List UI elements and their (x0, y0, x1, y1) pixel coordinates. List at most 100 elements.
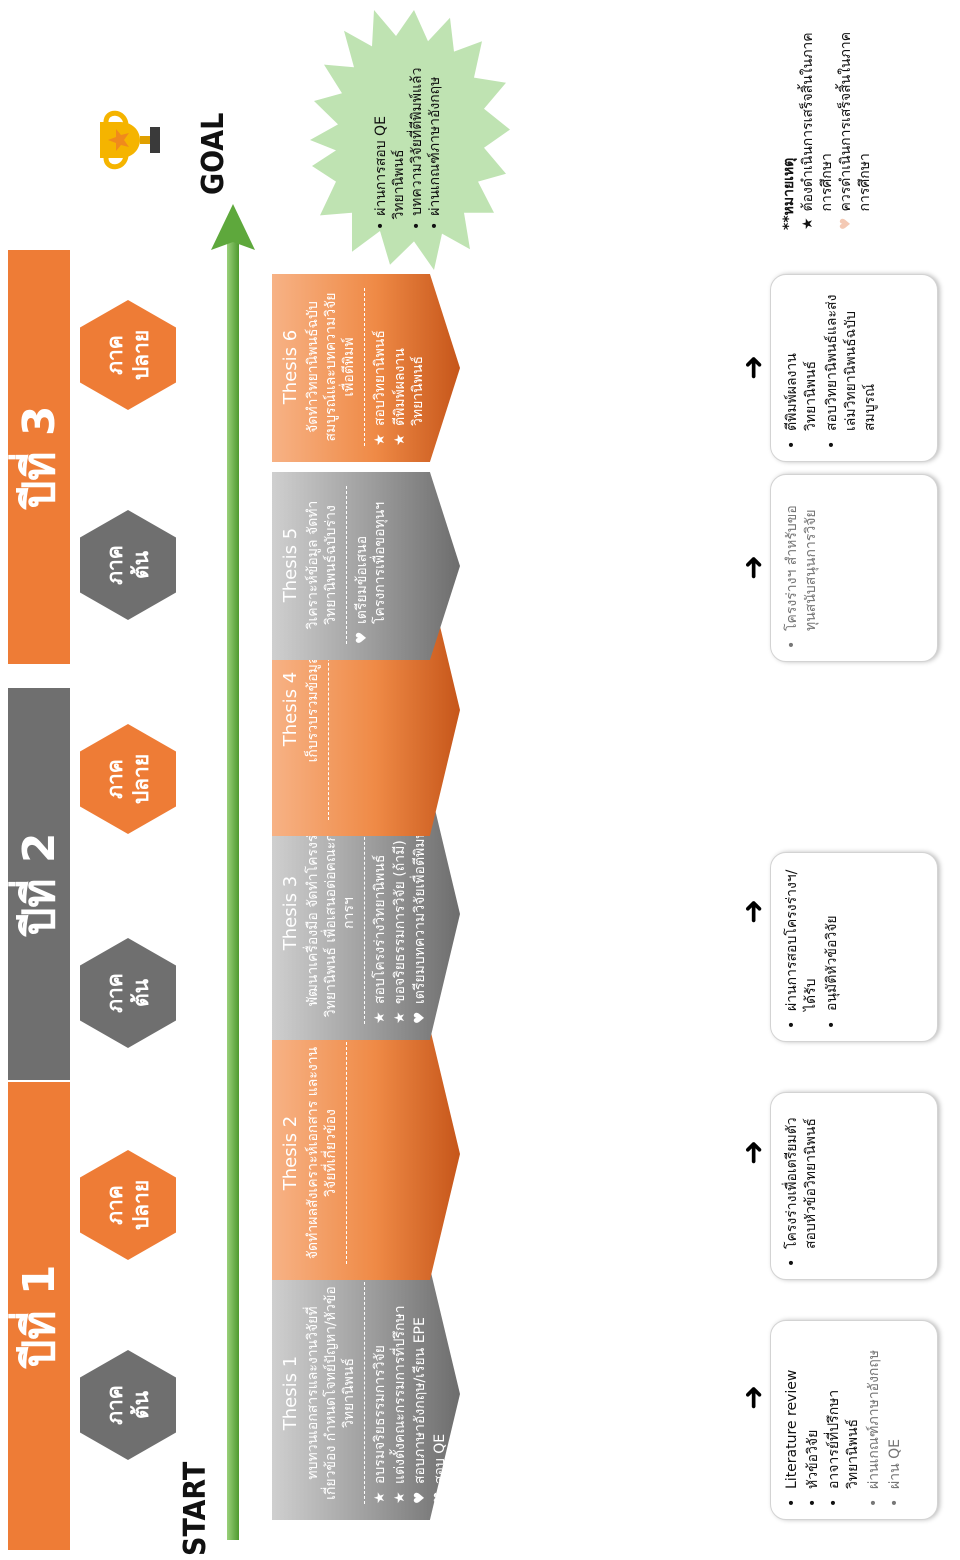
semester-label: ต้น (129, 551, 153, 579)
arrow-down-icon: ➜ (736, 1139, 771, 1165)
notes-item-text: ต้องดำเนินการเสร็จสิ้นในภาคการศึกษา (800, 32, 835, 212)
goal-item: วิทยานิพนธ์ (390, 30, 408, 230)
semester-hex-6: ภาคปลาย (80, 300, 176, 410)
goal-item-text: วิทยานิพนธ์ (391, 149, 407, 220)
thesis-description: ทบทวนเอกสารและงานวิจัยที่เกี่ยวข้อง กำหน… (305, 1286, 357, 1500)
thesis-item: ★ แต่งตั้งคณะกรรมการที่ปรึกษา (391, 1282, 409, 1504)
semester-label: ต้น (129, 979, 153, 1007)
output-item: •Literature review (783, 1333, 802, 1507)
thesis-title: Thesis 5 (280, 527, 301, 603)
thesis-title: Thesis 6 (280, 329, 301, 405)
year-label-2: ปีที่ 2 (14, 832, 65, 936)
output-box-4: • โครงร่างฯ สำหรับขอทุนสนับสนุนการวิจัย (770, 474, 938, 662)
output-box-3: •ผ่านการสอบโครงร่างฯ/ได้รับ •อนุมัติหัวข… (770, 852, 938, 1042)
thesis-item-text: แต่งตั้งคณะกรรมการที่ปรึกษา (392, 1305, 408, 1484)
thesis-card-6: Thesis 6 จัดทำวิทยานิพนธ์ฉบับสมบูรณ์และบ… (272, 274, 460, 462)
bullet-icon: • (784, 640, 800, 649)
bullet-icon (390, 226, 408, 230)
semester-label: ภาค (103, 973, 127, 1013)
output-item-text: ผ่าน QE (887, 1439, 903, 1489)
star-icon: ★ (372, 1011, 388, 1024)
thesis-title: Thesis 2 (280, 1115, 301, 1191)
thesis-item: ★ สอบวิทยานิพนธ์ (371, 288, 389, 446)
semester-label: ภาค (103, 545, 127, 585)
heart-icon: ♥ (432, 1491, 448, 1504)
year-bar-3: ปีที่ 3 (8, 250, 70, 664)
notes-legend: **หมายเหตุ ★ต้องดำเนินการเสร็จสิ้นในภาคก… (780, 10, 875, 230)
star-icon: ★ (372, 433, 388, 446)
thesis-title: Thesis 1 (280, 1355, 301, 1431)
semester-label: ปลาย (129, 1179, 153, 1231)
bullet-icon: • (887, 1498, 903, 1507)
arrow-down-icon: ➜ (736, 554, 771, 580)
output-item: • ผ่านเกณฑ์ภาษาอังกฤษ (865, 1333, 884, 1507)
goal-burst-list: • ผ่านการสอบ QE วิทยานิพนธ์ •บทความวิจัยท… (372, 30, 444, 230)
output-item: • โครงร่างเพื่อเตรียมตัวสอบหัวข้อวิทยานิพ… (783, 1105, 821, 1267)
output-item-text: อาจารย์ที่ปรึกษาวิทยานิพนธ์ (826, 1389, 861, 1489)
notes-item-text: ควรดำเนินการเสร็จสิ้นในภาคการศึกษา (838, 31, 873, 212)
heart-icon: ♥ (838, 217, 854, 230)
semester-label: ภาค (103, 335, 127, 375)
thesis-item-text: สอบ QE (432, 1433, 448, 1484)
semester-hex-5: ภาคต้น (80, 510, 176, 620)
thesis-item-text: สอบวิทยานิพนธ์ (372, 330, 388, 426)
semester-label: ปลาย (129, 329, 153, 381)
output-item: •อนุมัติหัวข้อวิจัย (823, 865, 842, 1029)
thesis-item: ♥ สอบ QE (431, 1282, 449, 1504)
bullet-icon: • (784, 1498, 800, 1507)
arrow-down-icon: ➜ (736, 898, 771, 924)
output-box-2: • โครงร่างเพื่อเตรียมตัวสอบหัวข้อวิทยานิพ… (770, 1092, 938, 1280)
goal-label: GOAL (196, 112, 231, 195)
bullet-icon: • (409, 221, 425, 230)
output-item-text: หัวข้อวิจัย (805, 1429, 821, 1489)
output-box-5: •ตีพิมพ์ผลงานวิทยานิพนธ์ •สอบวิทยานิพนธ์… (770, 274, 938, 462)
thesis-item-text: สอบโครงร่างวิทยานิพนธ์ (372, 854, 388, 1004)
star-icon: ★ (392, 1011, 408, 1024)
output-item-text: อนุมัติหัวข้อวิจัย (824, 915, 840, 1011)
output-item-text: ผ่านเกณฑ์ภาษาอังกฤษ (866, 1349, 882, 1489)
semester-label: ภาค (103, 759, 127, 799)
thesis-description: วิเคราะห์ข้อมูล จัดทำวิทยานิพนธ์ฉบับร่าง (305, 500, 339, 630)
output-item: • หัวข้อวิจัย (804, 1333, 823, 1507)
output-item: • ตีพิมพ์ผลงานวิทยานิพนธ์ (783, 287, 821, 449)
bullet-icon: • (784, 1258, 800, 1267)
semester-label: ปลาย (129, 753, 153, 805)
thesis-card-5: Thesis 5 วิเคราะห์ข้อมูล จัดทำวิทยานิพนธ… (272, 472, 460, 660)
heart-icon: ♥ (412, 1491, 428, 1504)
star-icon: ★ (392, 433, 408, 446)
output-item-text: ผ่านการสอบโครงร่างฯ/ได้รับ (784, 869, 819, 1011)
thesis-item: ♥ สอบภาษาอังกฤษ/เรียน EPE (411, 1282, 429, 1504)
year-bar-2: ปีที่ 2 (8, 688, 70, 1080)
output-item-text: โครงร่างเพื่อเตรียมตัวสอบหัวข้อวิทยานิพน… (784, 1117, 819, 1249)
output-item-text: ตีพิมพ์ผลงานวิทยานิพนธ์ (784, 353, 819, 431)
semester-hex-1: ภาคต้น (80, 1350, 176, 1460)
goal-item: •บทความวิจัยที่ตีพิมพ์แล้ว (408, 30, 426, 230)
output-box-1: •Literature review • หัวข้อวิจัย • อาจารย์… (770, 1320, 938, 1520)
semester-hex-2: ภาคปลาย (80, 1150, 176, 1260)
thesis-item: ★อบรมจริยธรรมการวิจัย (371, 1282, 389, 1504)
arrow-down-icon: ➜ (736, 354, 771, 380)
output-item: • อาจารย์ที่ปรึกษาวิทยานิพนธ์ (825, 1333, 863, 1507)
semester-label: ภาค (103, 1385, 127, 1425)
card-divider (364, 288, 365, 446)
goal-item-text: ผ่านเกณฑ์ภาษาอังกฤษ (427, 76, 443, 216)
bullet-icon: • (826, 1498, 842, 1507)
output-item-text: โครงร่างฯ สำหรับขอทุนสนับสนุนการวิจัย (784, 505, 819, 631)
heart-icon: ♥ (354, 631, 370, 644)
year-label-1: ปีที่ 1 (14, 1264, 65, 1368)
bullet-icon: • (427, 221, 443, 230)
star-icon: ★ (392, 1491, 408, 1504)
bullet-icon: • (784, 440, 800, 449)
thesis-item-text: สอบภาษาอังกฤษ/เรียน EPE (412, 1317, 428, 1484)
notes-item: ♥ ควรดำเนินการเสร็จสิ้นในภาคการศึกษา (837, 10, 875, 230)
thesis-card-2: Thesis 2 จัดทำผลสังเคราะห์เอกสาร และงานว… (272, 1028, 460, 1280)
bullet-icon: • (866, 1498, 882, 1507)
bullet-icon: • (373, 221, 389, 230)
bullet-icon: • (805, 1498, 821, 1507)
year-bar-1: ปีที่ 1 (8, 1082, 70, 1550)
timeline-arrow (211, 204, 255, 1540)
thesis-item-text: ตีพิมพ์ผลงานวิทยานิพนธ์ (392, 348, 426, 426)
year-label-3: ปีที่ 3 (14, 405, 65, 509)
goal-item-text: ผ่านการสอบ QE (373, 116, 389, 216)
